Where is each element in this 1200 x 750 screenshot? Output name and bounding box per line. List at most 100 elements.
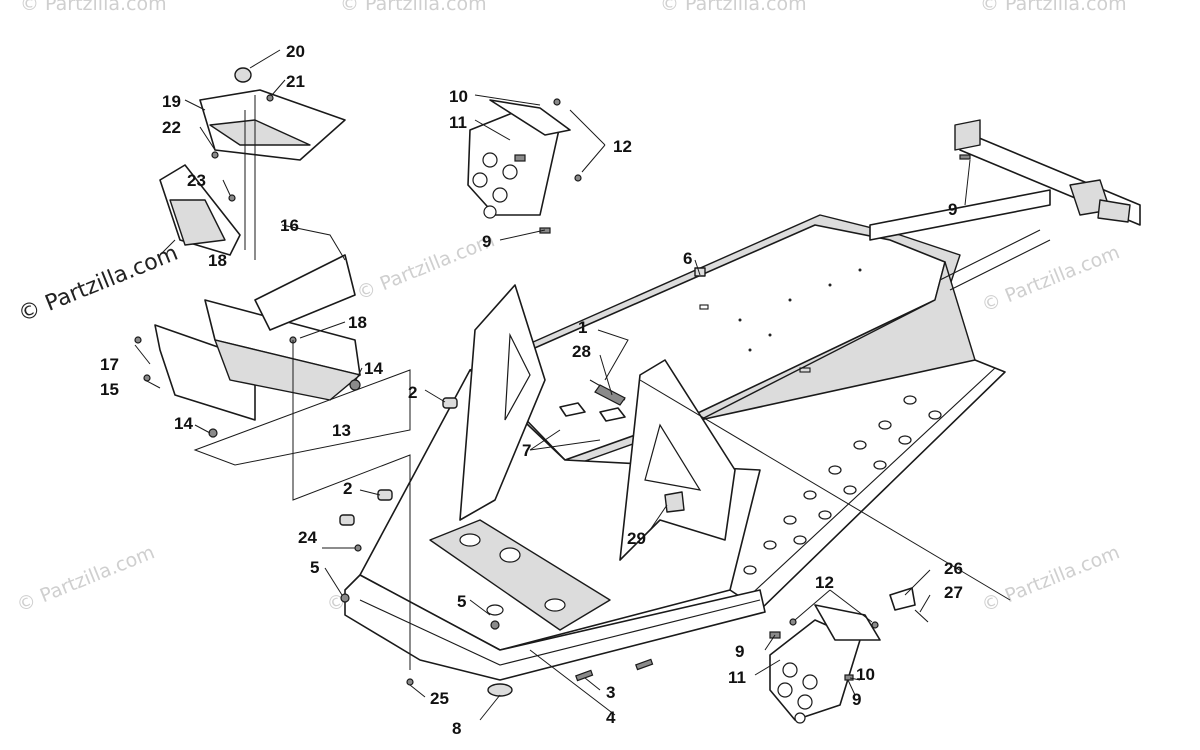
callout-3: 3 — [606, 683, 615, 702]
watermark-top-right: © Partzilla.com — [660, 0, 807, 15]
steering-tower-left — [459, 284, 546, 521]
lead-18-to-25 — [292, 340, 411, 670]
tunnel-pad-b — [599, 407, 626, 422]
exploded-group-top-guard — [467, 98, 582, 234]
guard-hole-b5 — [794, 712, 806, 724]
callout-19: 19 — [162, 92, 181, 111]
watermark-center: © Partzilla.com — [354, 229, 498, 304]
floor-pan — [429, 519, 611, 631]
callout-9-top: 9 — [482, 232, 491, 251]
rear-bracket-a — [954, 119, 981, 151]
grommet-2-lower-b — [339, 514, 355, 526]
screw-12-top-b — [574, 174, 582, 182]
knob-20 — [234, 67, 252, 83]
guard-hole-b3 — [777, 682, 793, 698]
callout-24: 24 — [298, 528, 317, 547]
nut-22 — [211, 151, 219, 159]
guard-hole-4 — [492, 187, 508, 203]
callout-10-top: 10 — [449, 87, 468, 106]
callout-14-right: 14 — [364, 359, 383, 378]
tunnel-pad-a — [559, 402, 586, 417]
belly-pan — [344, 574, 766, 681]
guard-hole-2 — [502, 164, 518, 180]
screw-15 — [143, 374, 151, 382]
screw-21 — [266, 94, 274, 102]
rear-rail-lower — [869, 189, 1051, 241]
leader-lines — [134, 49, 1011, 721]
floor-hole-d — [544, 598, 566, 612]
running-board-rail — [744, 367, 1006, 611]
bolt-4 — [635, 658, 654, 671]
grommet-2-lower-a — [377, 489, 393, 501]
clip-9-top — [514, 154, 526, 162]
steering-mount-shadow — [169, 199, 226, 246]
watermark-bottom-left: © Partzilla.com — [14, 541, 158, 616]
callout-27: 27 — [944, 583, 963, 602]
plug-6 — [694, 267, 706, 277]
watermark-right: © Partzilla.com — [979, 241, 1123, 316]
guard-hole-1 — [482, 152, 498, 168]
callout-18-left: 18 — [208, 251, 227, 270]
exploded-group-left — [134, 67, 411, 670]
callout-8: 8 — [452, 719, 461, 738]
rivet-5-center — [490, 620, 500, 630]
callout-12-top: 12 — [613, 137, 632, 156]
callout-12-bottom: 12 — [815, 573, 834, 592]
callout-23: 23 — [187, 171, 206, 190]
callout-5-left: 5 — [310, 558, 319, 577]
exploded-group-bottom-guard — [769, 587, 929, 724]
bracket-29 — [664, 491, 685, 513]
belly-pan-edge — [359, 599, 761, 666]
guard-hole-5 — [483, 205, 497, 219]
callout-5-center: 5 — [457, 592, 466, 611]
bolt-3 — [575, 669, 594, 682]
tunnel-dots — [699, 268, 862, 373]
callout-4: 4 — [606, 708, 616, 727]
callout-28: 28 — [572, 342, 591, 361]
screw-12-top-a — [553, 98, 561, 106]
callout-26: 26 — [944, 559, 963, 578]
callout-11-top: 11 — [449, 113, 467, 132]
callout-20: 20 — [286, 42, 305, 61]
guard-bracket-10-top — [489, 99, 571, 136]
callout-21: 21 — [286, 72, 305, 91]
group-13-outline — [193, 369, 411, 466]
rear-end-cap — [1097, 199, 1131, 223]
callout-14-left: 14 — [174, 414, 193, 433]
foot-guard-11-bottom — [769, 619, 861, 721]
callout-2-lower: 2 — [343, 479, 352, 498]
floor-hole-a — [459, 533, 481, 547]
callout-9-bottom-left: 9 — [735, 642, 744, 661]
callout-1: 1 — [578, 318, 587, 337]
callout-6: 6 — [683, 249, 692, 268]
screw-12-bottom-a — [789, 618, 797, 626]
screw-17 — [134, 336, 142, 344]
floor-hole-b — [499, 547, 521, 563]
callout-15: 15 — [100, 380, 119, 399]
callout-25: 25 — [430, 689, 449, 708]
guard-hole-3 — [472, 172, 488, 188]
mount-bracket-16 — [254, 254, 356, 331]
screw-23 — [228, 194, 236, 202]
clip-9-bottom — [844, 674, 854, 681]
callout-9-rear: 9 — [948, 200, 957, 219]
callout-2-upper: 2 — [408, 383, 417, 402]
callout-9-bottom-right: 9 — [852, 690, 861, 709]
guard-hole-b4 — [797, 694, 813, 710]
screw-24 — [354, 544, 362, 552]
callout-22: 22 — [162, 118, 181, 137]
chassis-hardware — [339, 267, 706, 697]
grommet-2-upper — [442, 397, 458, 409]
footrest-bar-underside — [214, 339, 361, 401]
handlebar-pad-19-top — [209, 119, 311, 146]
chassis-assembly — [344, 214, 1006, 681]
guard-hole-b1 — [782, 662, 798, 678]
tower-left-cutout — [504, 332, 531, 421]
running-board-holes — [743, 395, 942, 575]
callout-29: 29 — [627, 529, 646, 548]
callout-13: 13 — [332, 421, 351, 440]
watermark-bottom-right: © Partzilla.com — [979, 541, 1123, 616]
plug-8 — [487, 683, 513, 697]
rear-rail-nut — [959, 154, 971, 160]
